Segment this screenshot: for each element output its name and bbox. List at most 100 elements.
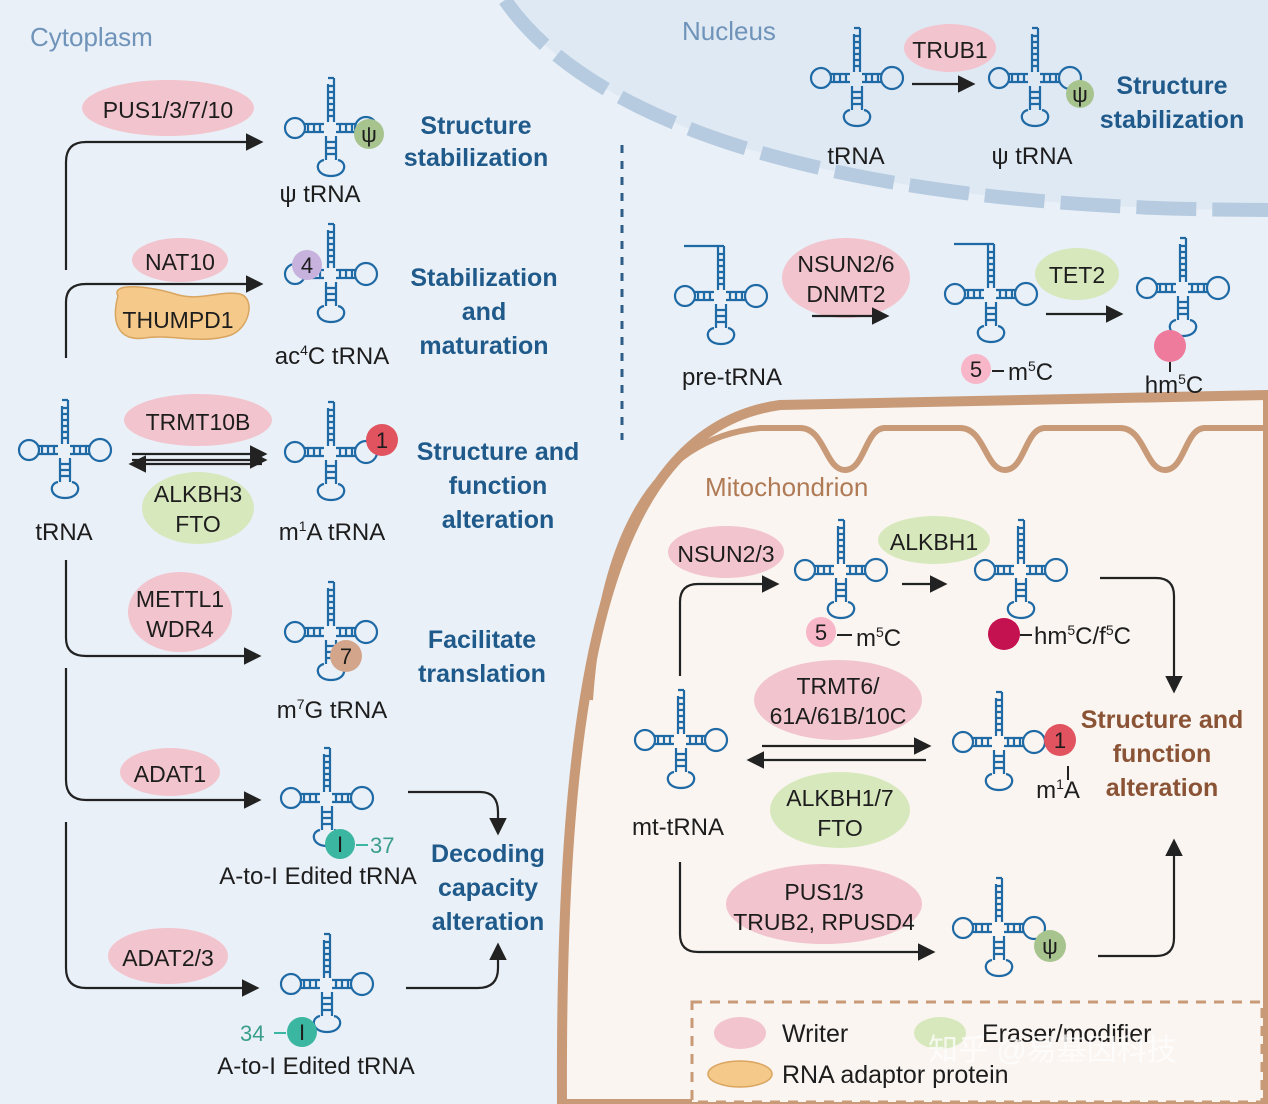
nucleus-hm5c-label: hm5C bbox=[1145, 371, 1203, 399]
pathway-m1a: TRMT10B ALKBH3 FTO 1 m1A tRNA Structure … bbox=[124, 394, 579, 546]
enzyme-mito-fto-label: FTO bbox=[817, 815, 863, 841]
mito-psi-badge bbox=[1034, 930, 1066, 962]
cytoplasm-source-trna: tRNA bbox=[17, 398, 113, 546]
mitochondrion-title: Mitochondrion bbox=[705, 472, 868, 502]
nuclear-envelope bbox=[499, 0, 1268, 217]
enzyme-nsun23-label: NSUN2/3 bbox=[677, 541, 774, 567]
mito-m1a-label: m1A bbox=[1036, 776, 1080, 804]
writer-nsun26-blob bbox=[782, 238, 910, 318]
ac4c-badge bbox=[292, 250, 322, 280]
m1a-badge bbox=[366, 424, 398, 456]
function-stabilization-3: maturation bbox=[419, 332, 548, 360]
mito-m5c-label: m5C bbox=[856, 624, 901, 652]
position-34-label: 34 bbox=[240, 1021, 264, 1046]
nucleus-m5c-pathway: pre-tRNA NSUN2/6 DNMT2 5 m5C TET2 hm5C bbox=[675, 236, 1231, 399]
atoi-37-label: A-to-I Edited tRNA bbox=[219, 863, 416, 890]
m1a-trna-label: m1A tRNA bbox=[279, 518, 386, 546]
nucleus-m5c-badge bbox=[961, 354, 991, 384]
mito-psi-pathway: PUS1/3 TRUB2, RPUSD4 ψ bbox=[726, 864, 1066, 978]
writer-trmt6-blob bbox=[754, 660, 922, 740]
mitochondrion-cristae bbox=[587, 425, 1268, 701]
enzyme-mettl1-label: METTL1 bbox=[136, 586, 224, 612]
nucleus-psi-trna-label: ψ tRNA bbox=[991, 143, 1072, 170]
psi-trna-label: ψ tRNA bbox=[279, 181, 360, 208]
enzyme-trub2-label: TRUB2, RPUSD4 bbox=[733, 909, 915, 935]
nucleus-m5c-label: m5C bbox=[1008, 358, 1053, 386]
enzyme-tet2-label: TET2 bbox=[1049, 262, 1105, 288]
function-stabilization-1: Stabilization bbox=[410, 264, 557, 292]
pathway-pseudouridine: PUS1/3/7/10 ψ ψ tRNA Structure stabiliza… bbox=[82, 76, 548, 208]
function-structure-function-1: Structure and bbox=[417, 438, 580, 466]
inosine-37-badge bbox=[325, 829, 355, 859]
source-trna-label: tRNA bbox=[35, 519, 92, 546]
pathway-adat1: ADAT1 I 37 A-to-I Edited tRNA bbox=[120, 746, 417, 890]
mito-m5c-badge-label: 5 bbox=[815, 620, 827, 645]
eraser-alkbh3-blob bbox=[142, 472, 254, 544]
legend-box bbox=[690, 1000, 1264, 1104]
nucleus-psi-badge bbox=[1066, 80, 1094, 108]
writer-nsun23-blob bbox=[668, 526, 784, 578]
legend-writer-swatch bbox=[714, 1017, 766, 1049]
enzyme-trub1-label: TRUB1 bbox=[912, 37, 987, 63]
writer-trmt10b-blob bbox=[124, 394, 272, 446]
function-structure-stabilization-2: stabilization bbox=[404, 144, 548, 172]
eraser-tet2-blob bbox=[1035, 248, 1119, 300]
eraser-alkbh17-blob bbox=[770, 772, 910, 848]
function-structure-stabilization-1: Structure bbox=[420, 112, 531, 140]
mito-function: Structure and function alteration bbox=[1081, 706, 1244, 802]
ac4c-trna-label: ac4C tRNA bbox=[275, 342, 390, 370]
legend-writer-label: Writer bbox=[782, 1020, 848, 1048]
nucleus-title: Nucleus bbox=[682, 16, 776, 46]
enzyme-pus13-label: PUS1/3 bbox=[784, 879, 863, 905]
mito-function-3: alteration bbox=[1106, 774, 1219, 802]
legend-eraser-label: Eraser/modifier bbox=[982, 1020, 1152, 1048]
inosine-34-badge bbox=[287, 1017, 317, 1047]
mito-function-2: function bbox=[1113, 740, 1212, 768]
nucleus-function-1: Structure bbox=[1116, 72, 1227, 100]
m7g-badge bbox=[330, 640, 362, 672]
eraser-alkbh1-blob bbox=[878, 516, 990, 564]
enzyme-alkbh17-label: ALKBH1/7 bbox=[786, 785, 893, 811]
nucleus-function-2: stabilization bbox=[1100, 106, 1244, 134]
function-facilitate-1: Facilitate bbox=[428, 626, 536, 654]
nucleus-psi-badge-label: ψ bbox=[1072, 82, 1088, 107]
mito-m5c-pathway: NSUN2/3 5 m5C ALKBH1 hm5C/f5C bbox=[668, 516, 1131, 652]
pathway-adat23: ADAT2/3 I 34 A-to-I Edited tRNA bbox=[108, 928, 415, 1080]
pre-trna-label: pre-tRNA bbox=[682, 364, 782, 391]
writer-adat1-blob bbox=[120, 748, 220, 796]
writer-nat10-blob bbox=[132, 238, 228, 282]
psi-badge-label: ψ bbox=[361, 122, 377, 147]
enzyme-61a-label: 61A/61B/10C bbox=[770, 703, 907, 729]
mito-psi-badge-label: ψ bbox=[1042, 934, 1058, 959]
mito-m1a-pathway: TRMT6/ 61A/61B/10C ALKBH1/7 FTO 1 m1A bbox=[754, 660, 1080, 848]
function-stabilization-2: and bbox=[462, 298, 506, 326]
psi-badge bbox=[354, 119, 384, 149]
legend-adaptor-label: RNA adaptor protein bbox=[782, 1061, 1009, 1089]
writer-trub1-blob bbox=[904, 24, 996, 72]
writer-mettl1-blob bbox=[128, 572, 232, 652]
atoi-34-label: A-to-I Edited tRNA bbox=[217, 1053, 414, 1080]
m7g-trna-label: m7G tRNA bbox=[277, 696, 387, 724]
inosine-34-badge-label: I bbox=[299, 1020, 305, 1045]
enzyme-nsun26-label: NSUN2/6 bbox=[797, 251, 894, 277]
function-decoding-2: capacity bbox=[438, 874, 538, 902]
enzyme-nat10-label: NAT10 bbox=[145, 249, 215, 275]
mito-m1a-badge-label: 1 bbox=[1054, 728, 1066, 753]
mito-hm5c-label: hm5C/f5C bbox=[1034, 622, 1131, 650]
enzyme-trmt10b-label: TRMT10B bbox=[146, 409, 251, 435]
m7g-badge-label: 7 bbox=[340, 644, 352, 669]
pathway-m7g: METTL1 WDR4 7 m7G tRNA Facilitate transl… bbox=[128, 572, 546, 724]
writer-pus-blob bbox=[82, 80, 254, 136]
writer-adat23-blob bbox=[108, 928, 228, 984]
mito-m5c-badge bbox=[806, 617, 836, 647]
enzyme-wdr4-label: WDR4 bbox=[146, 616, 214, 642]
enzyme-alkbh3-label: ALKBH3 bbox=[154, 481, 242, 507]
enzyme-thumpd1-label: THUMPD1 bbox=[122, 307, 233, 333]
function-decoding-1: Decoding bbox=[431, 840, 545, 868]
nucleus-hm5c-badge bbox=[1154, 330, 1186, 362]
watermark: 知乎 @易基因科技 bbox=[928, 1034, 1177, 1067]
m1a-reversible-arrows bbox=[128, 445, 268, 473]
enzyme-pus-label: PUS1/3/7/10 bbox=[103, 97, 233, 123]
m1a-badge-label: 1 bbox=[376, 428, 388, 453]
